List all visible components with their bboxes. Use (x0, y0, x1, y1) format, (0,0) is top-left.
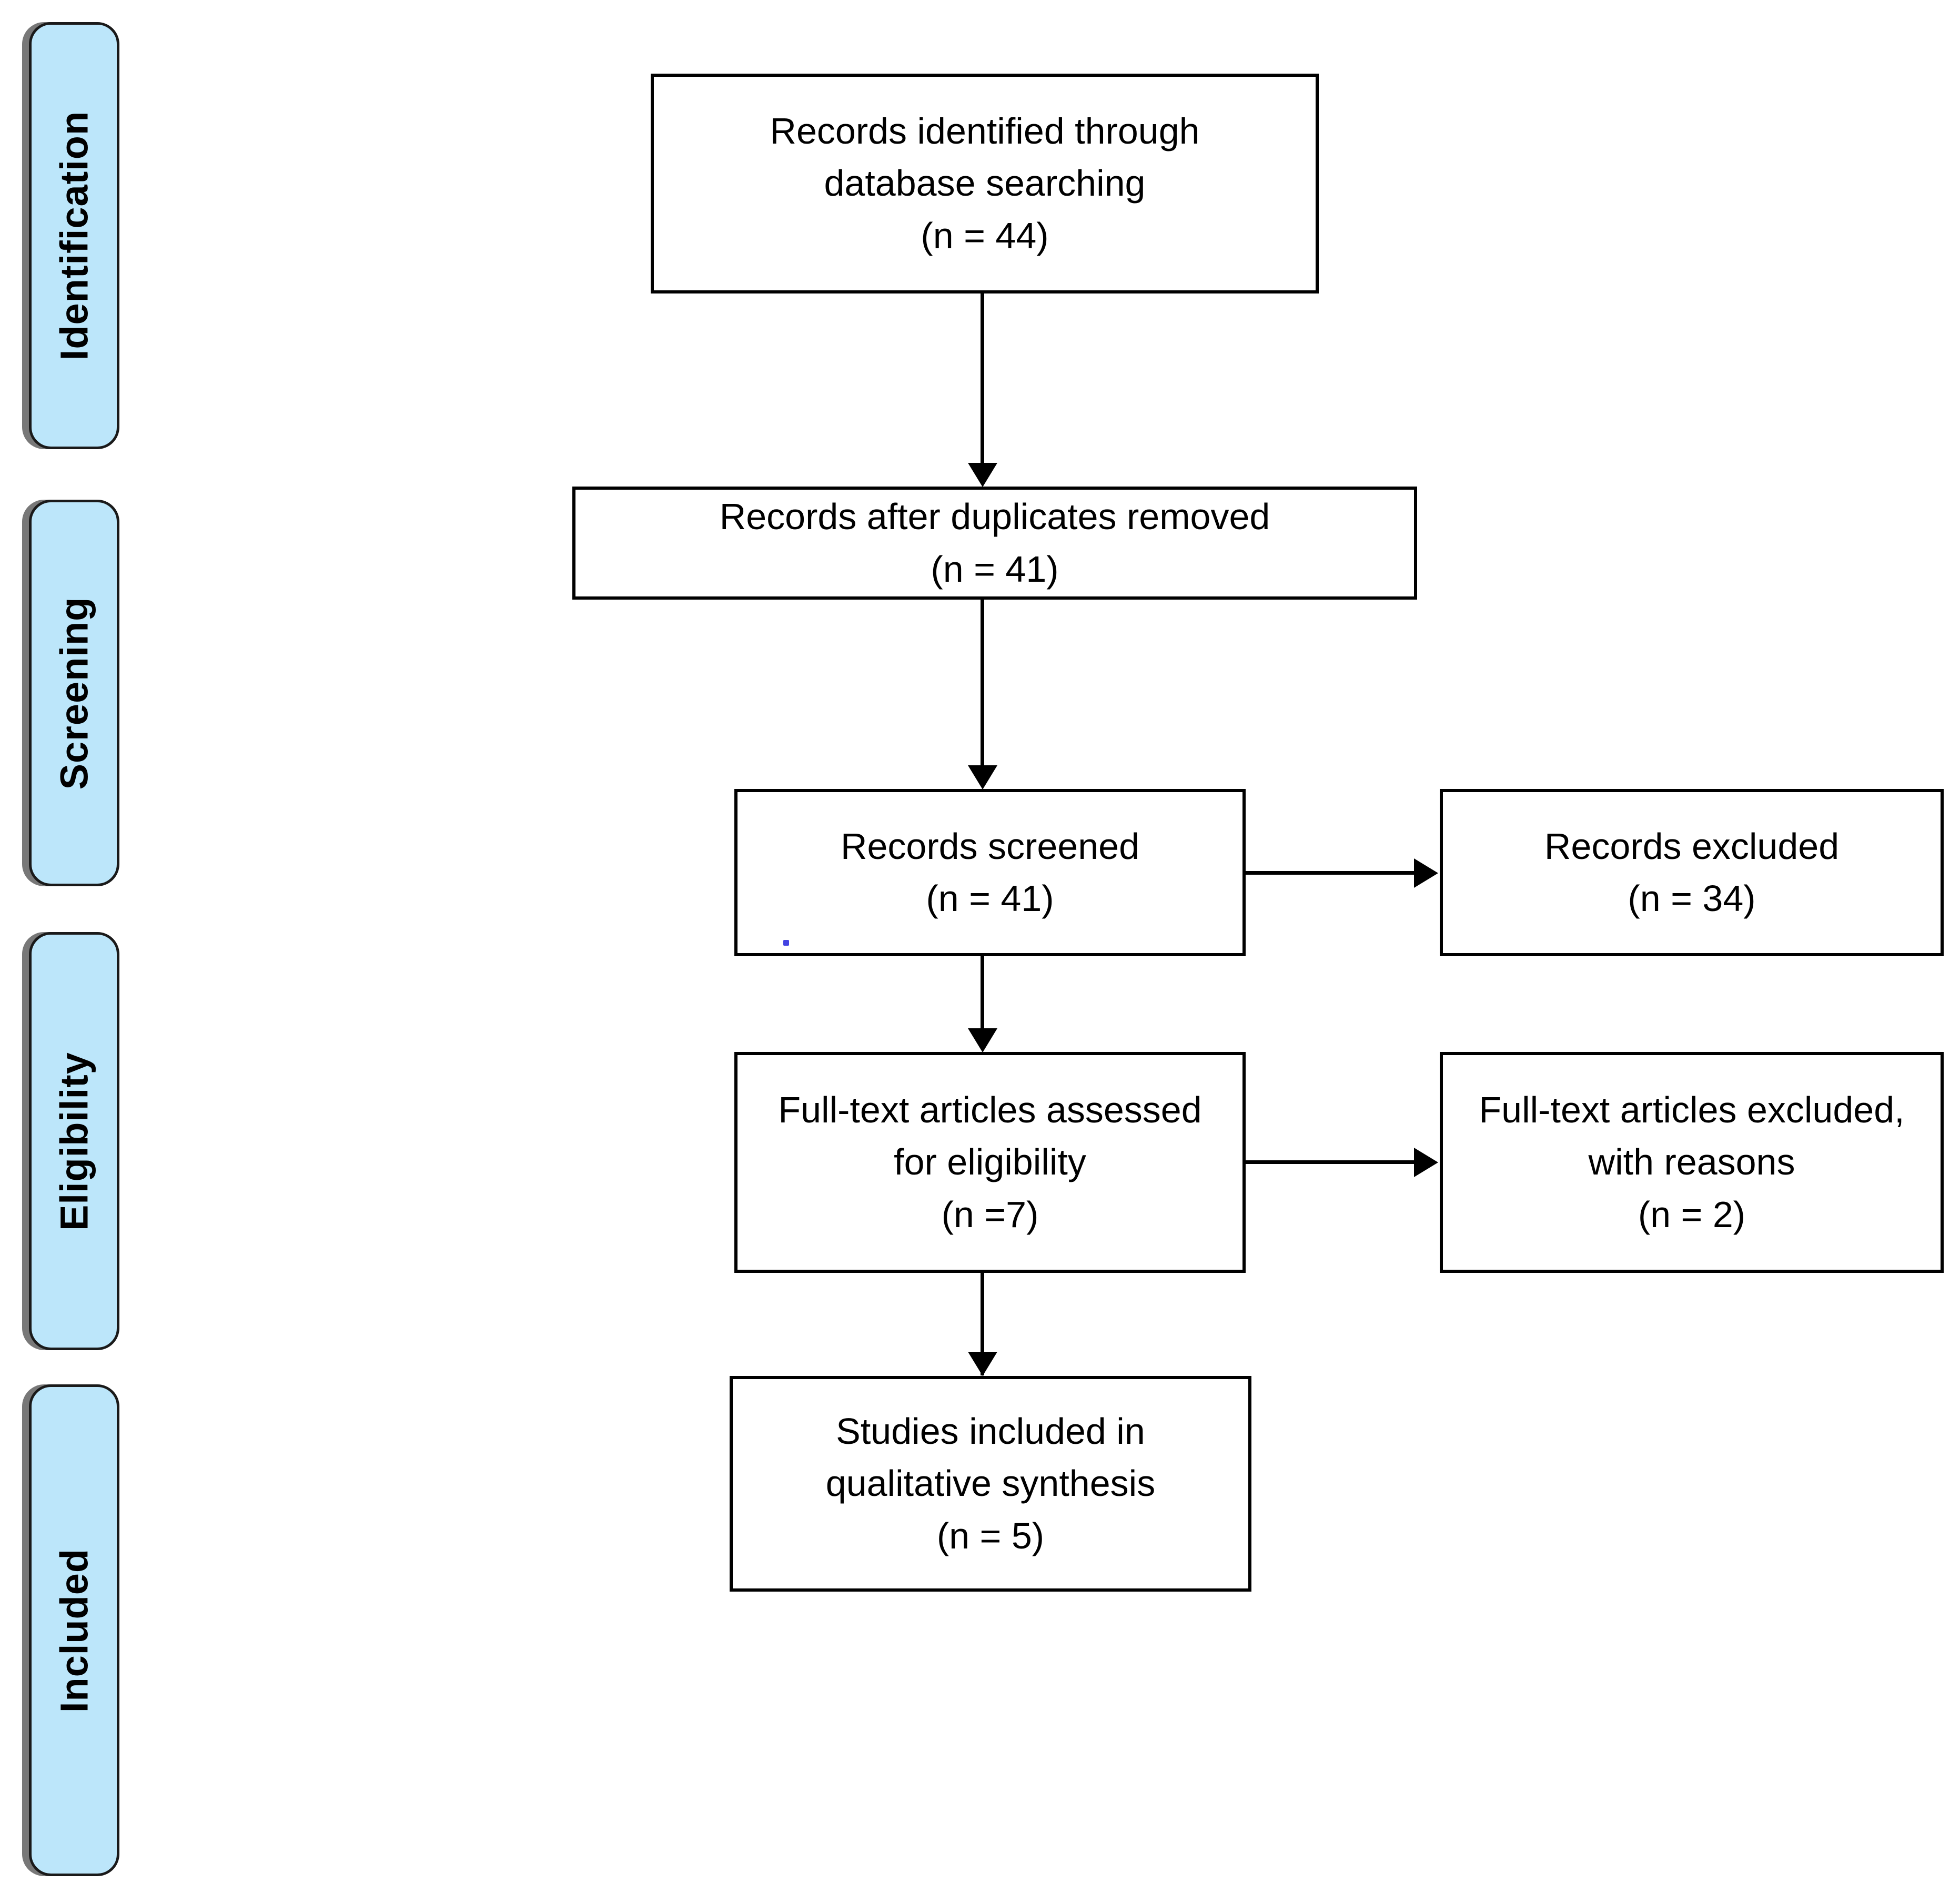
node-fulltext-assessed-text: Full-text articles assessed for eligibil… (778, 1089, 1202, 1235)
node-studies-included: Studies included in qualitative synthesi… (730, 1376, 1251, 1592)
stage-screening-label: Screening (52, 596, 96, 789)
node-records-after-duplicates-text: Records after duplicates removed (n = 41… (719, 496, 1270, 590)
connector-dedup-to-screened-line (981, 600, 984, 783)
connector-screened-to-excluded-line (1246, 871, 1419, 875)
node-fulltext-assessed: Full-text articles assessed for eligibil… (734, 1052, 1246, 1273)
connector-identified-to-dedup-arrow (968, 463, 997, 487)
connector-screened-to-excluded-arrow (1414, 858, 1438, 888)
node-fulltext-excluded-text: Full-text articles excluded, with reason… (1479, 1089, 1905, 1235)
connector-screened-to-fulltext-line (981, 956, 984, 1048)
node-studies-included-text: Studies included in qualitative synthesi… (825, 1410, 1156, 1556)
stage-identification: Identification (29, 22, 119, 449)
stage-identification-label: Identification (52, 110, 96, 361)
node-records-screened: Records screened (n = 41) (734, 789, 1246, 956)
connector-dedup-to-screened-arrow (968, 765, 997, 789)
stage-included-label: Included (52, 1548, 96, 1713)
connector-fulltext-to-excluded-line (1246, 1160, 1419, 1164)
node-records-identified-text: Records identified through database sear… (770, 110, 1200, 256)
node-fulltext-excluded: Full-text articles excluded, with reason… (1440, 1052, 1944, 1273)
stage-screening: Screening (29, 500, 119, 886)
connector-fulltext-to-included-arrow (968, 1352, 997, 1376)
connector-fulltext-to-included-line (981, 1273, 984, 1375)
connector-fulltext-to-excluded-arrow (1414, 1148, 1438, 1177)
connector-screened-to-fulltext-arrow (968, 1028, 997, 1052)
stray-speck-icon (783, 940, 789, 946)
connector-identified-to-dedup-line (981, 293, 984, 471)
node-records-excluded: Records excluded (n = 34) (1440, 789, 1944, 956)
node-records-after-duplicates: Records after duplicates removed (n = 41… (572, 487, 1417, 600)
node-records-identified: Records identified through database sear… (651, 74, 1319, 293)
node-records-screened-text: Records screened (n = 41) (840, 825, 1140, 919)
node-records-excluded-text: Records excluded (n = 34) (1544, 825, 1840, 919)
stage-eligibility: Eligibility (29, 932, 119, 1350)
stage-eligibility-label: Eligibility (52, 1051, 96, 1231)
stage-included: Included (29, 1384, 119, 1876)
